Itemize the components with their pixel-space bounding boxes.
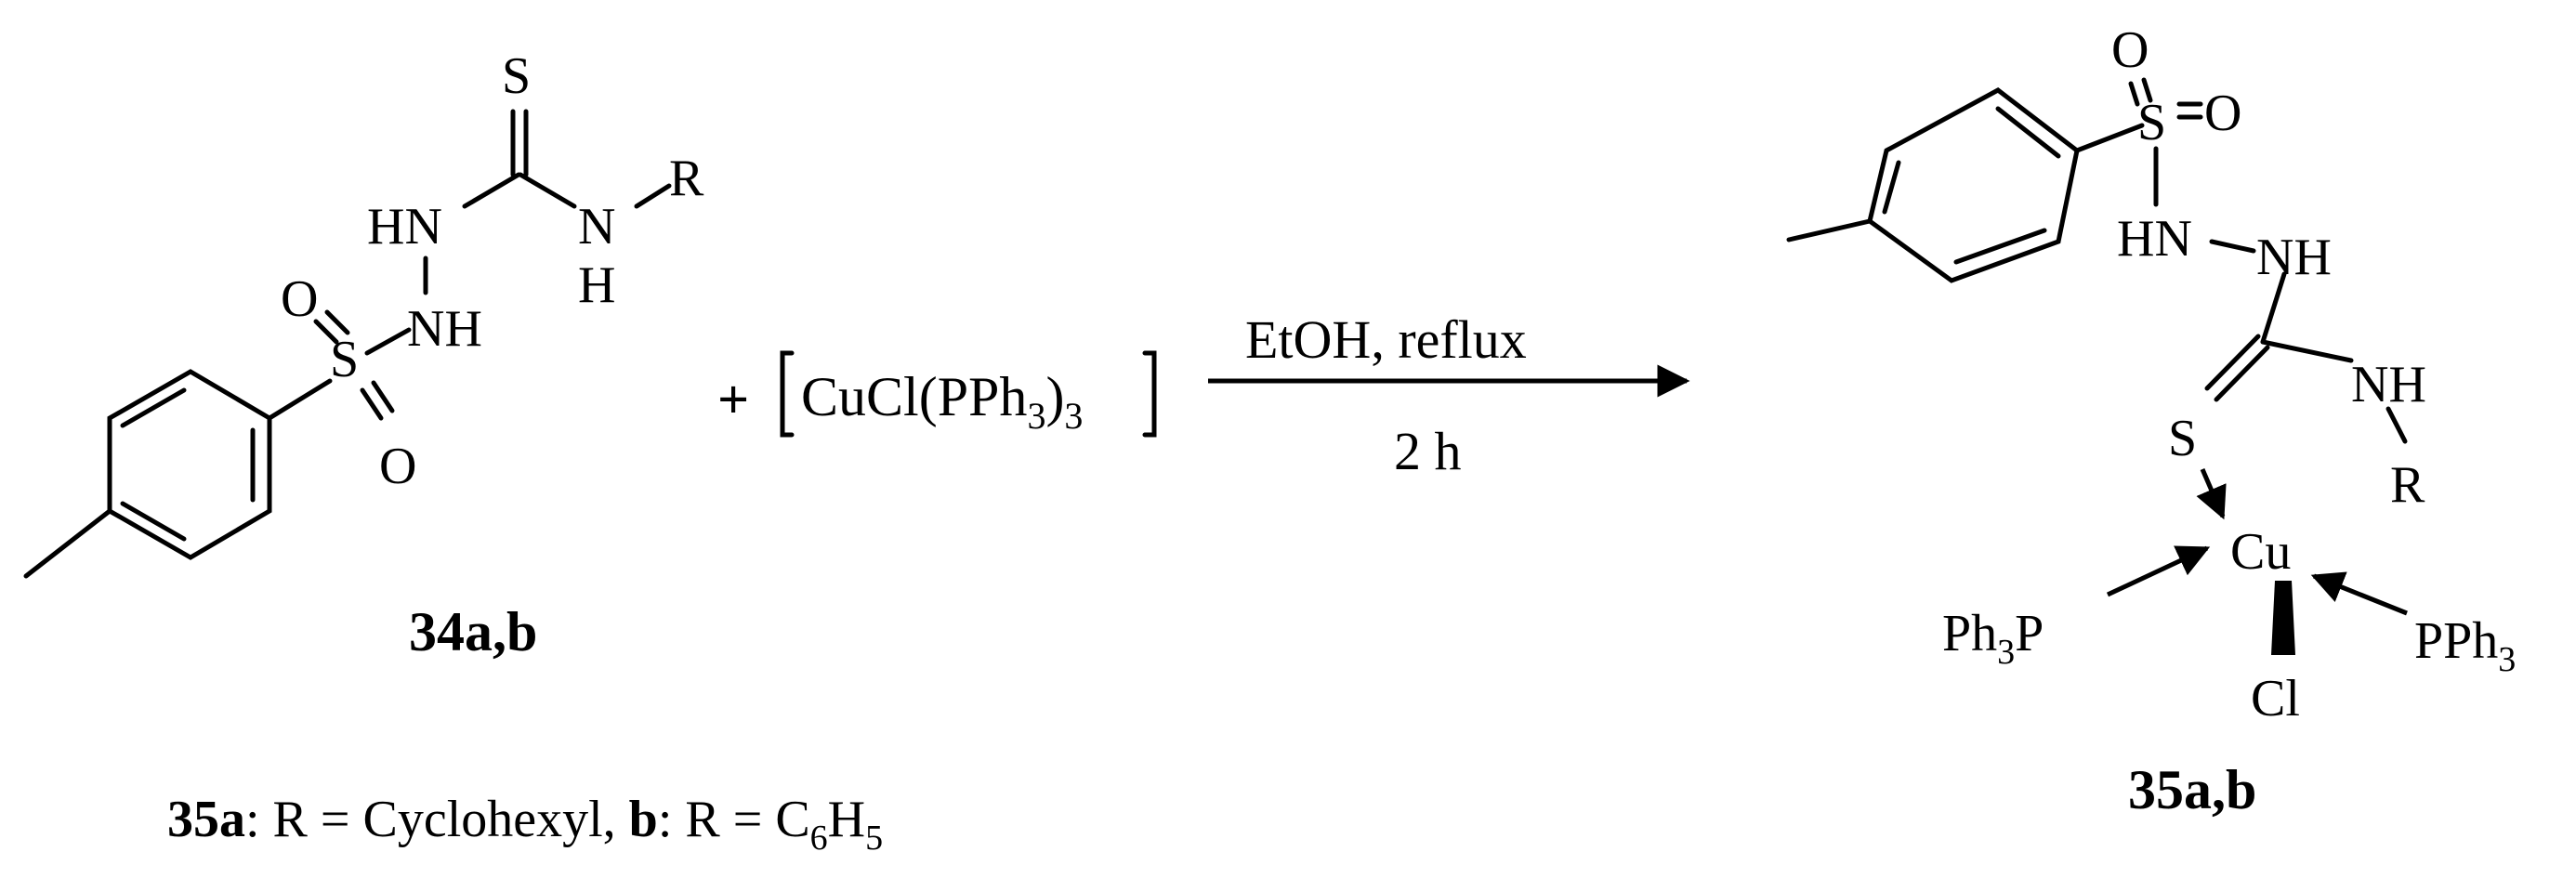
ph3p-cu-coordinate-bond — [2106, 545, 2211, 597]
reactant-nh-lower: NH — [407, 300, 482, 358]
reactant-sulfonyl-s: S — [330, 331, 359, 388]
product-thione-s: S — [2168, 410, 2197, 467]
reactant-h-amide: H — [578, 256, 615, 314]
reactant-n-amide: N — [578, 198, 615, 256]
product-sulfonyl-s: S — [2137, 94, 2166, 151]
reagent-formula: CuCl(PPh3)3 — [801, 366, 1083, 437]
s-cu-coordinate-bond — [2196, 468, 2227, 520]
reaction-arrow-group: EtOH, reflux 2 h — [1208, 309, 1690, 481]
product-hn: HN — [2117, 210, 2192, 268]
left-bracket — [780, 350, 795, 438]
product-35: O S O HN NH NH S R Cu Ph3P PPh3 Cl 35a,b — [1786, 21, 2516, 820]
product-methyl-bond — [1786, 218, 1873, 242]
reactant-34: S HN N R H O S NH O 34a,b — [23, 47, 704, 662]
reactant-hn-left: HN — [367, 198, 442, 256]
r-group-legend: 35a: R = Cyclohexyl, b: R = C6H5 — [167, 791, 883, 858]
product-o-top: O — [2111, 21, 2149, 79]
reactant-benzene-ring — [107, 369, 272, 560]
product-nh-amide: NH — [2351, 356, 2426, 413]
right-bracket — [1142, 350, 1157, 438]
product-ph3p-left: Ph3P — [1942, 605, 2044, 672]
cu-cl-wedge-bond — [2271, 581, 2295, 655]
product-pph3-right: PPh3 — [2414, 612, 2516, 679]
reactant-compound-label: 34a,b — [409, 601, 537, 662]
product-benzene-ring — [1867, 87, 2080, 283]
product-cu: Cu — [2230, 523, 2291, 581]
reagent-cucl-pph3: + CuCl(PPh3)3 — [717, 350, 1157, 438]
product-r: R — [2390, 456, 2425, 514]
reactant-r: R — [669, 150, 704, 207]
reactant-o-top: O — [281, 270, 318, 328]
plus-sign: + — [717, 369, 749, 430]
product-compound-label: 35a,b — [2128, 759, 2256, 820]
product-cl: Cl — [2251, 670, 2300, 727]
reactant-o-bottom: O — [379, 438, 416, 495]
conditions-above: EtOH, reflux — [1245, 309, 1527, 370]
conditions-below: 2 h — [1394, 421, 1462, 481]
reactant-ring-s-bond — [267, 378, 333, 421]
reactant-thione-s: S — [502, 47, 531, 105]
product-ring-s-bond — [2074, 123, 2145, 153]
product-o-right: O — [2204, 85, 2241, 142]
pph3-cu-coordinate-bond — [2310, 571, 2408, 616]
product-nh-hydrazine: NH — [2256, 229, 2332, 286]
reactant-methyl-bond — [23, 508, 112, 579]
